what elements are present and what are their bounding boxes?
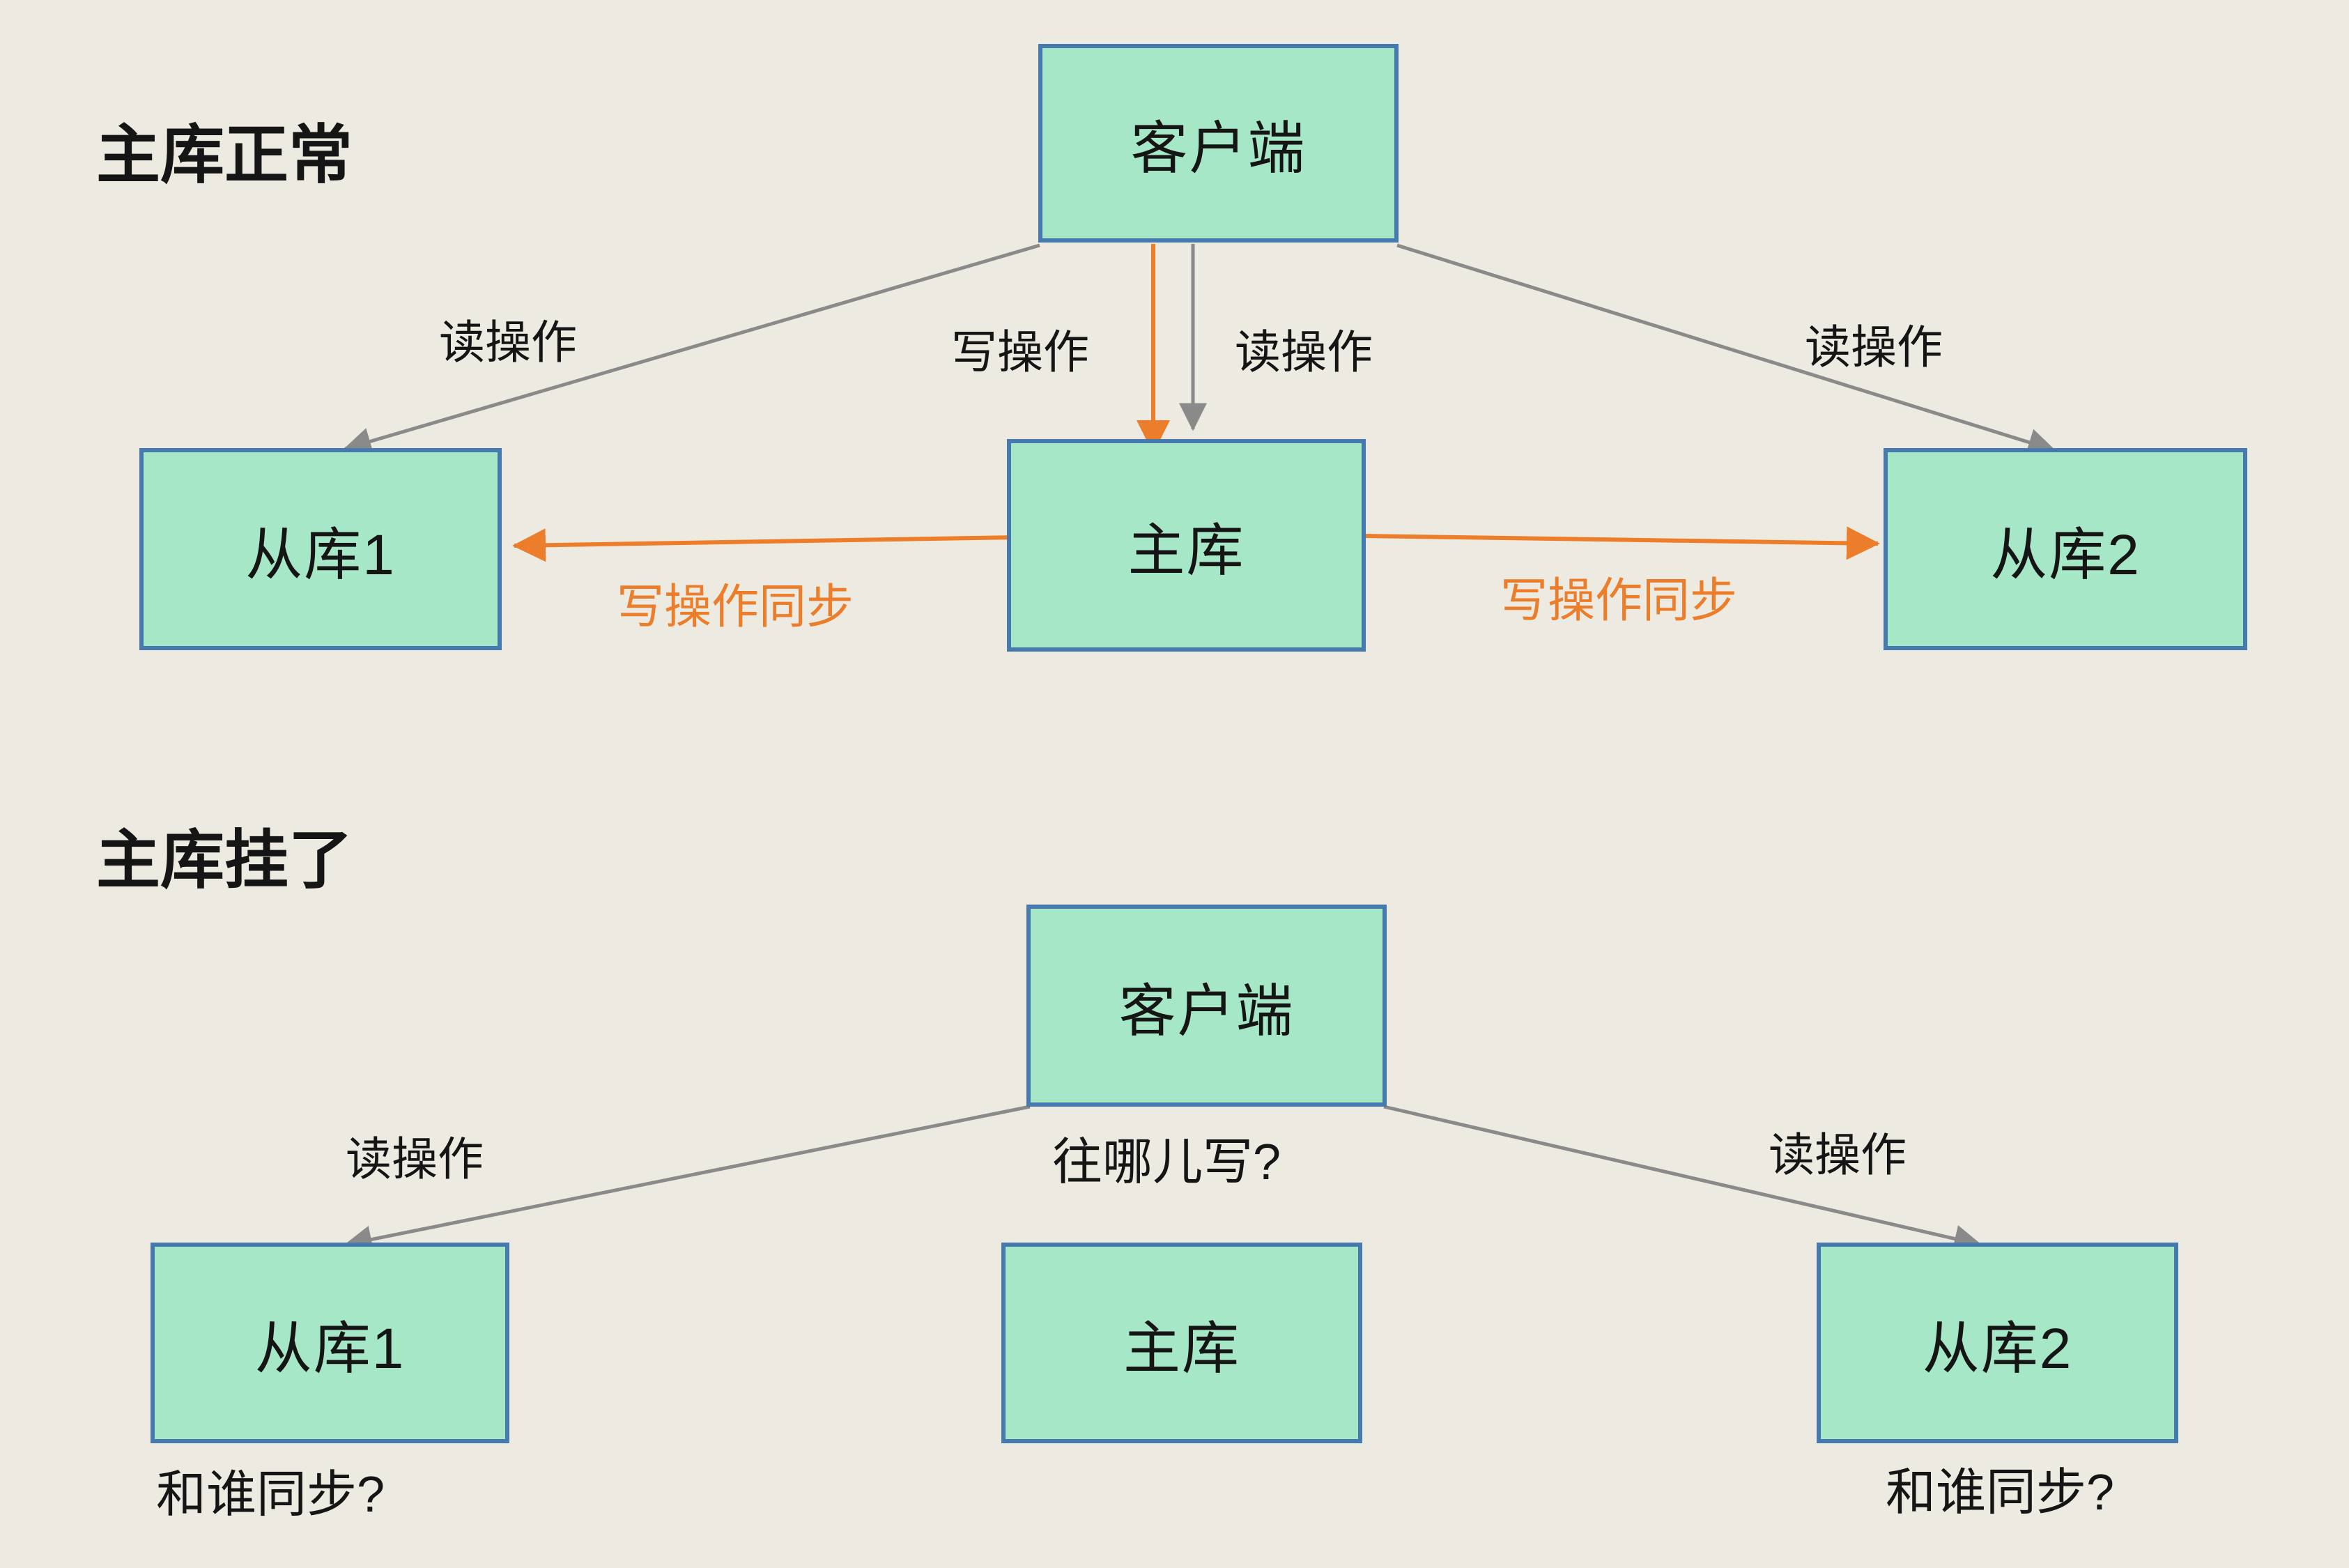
edge-label-read-mid: 读操作: [1235, 326, 1373, 378]
edge-label-read-left: 读操作: [439, 316, 577, 368]
label-sync-question-left: 和谁同步?: [156, 1467, 385, 1523]
label-write-question: 往哪儿写?: [1052, 1135, 1281, 1190]
section2-title: 主库挂了: [96, 825, 353, 896]
edge-bottom-client-to-slave2-read: [1383, 1105, 1982, 1253]
node-top-slave1: 从库1: [139, 448, 502, 650]
node-top-master: 主库: [1007, 439, 1366, 652]
edge-label-read-right: 读操作: [1805, 321, 1943, 373]
node-bottom-client: 客户端: [1026, 905, 1387, 1107]
edge-top-master-to-slave2-sync: [1362, 526, 1880, 560]
node-bottom-slave1: 从库1: [151, 1243, 509, 1443]
edge-label-write: 写操作: [951, 326, 1089, 378]
edge-top-client-to-slave2-read: [1396, 243, 2056, 456]
node-bottom-slave2: 从库2: [1817, 1243, 2178, 1443]
node-top-client: 客户端: [1038, 44, 1399, 243]
edge-label-bottom-read-right: 读操作: [1769, 1129, 1907, 1181]
edge-label-sync-right: 写操作同步: [1500, 574, 1738, 627]
edge-bottom-client-to-slave1-read: [344, 1105, 1031, 1254]
edge-top-master-to-slave1-sync: [512, 528, 1018, 562]
label-sync-question-right: 和谁同步?: [1886, 1465, 2115, 1521]
node-top-slave2: 从库2: [1884, 448, 2247, 650]
edge-label-sync-left: 写操作同步: [617, 581, 854, 633]
node-bottom-master: 主库: [1001, 1243, 1362, 1443]
section1-title: 主库正常: [96, 120, 353, 191]
edge-label-bottom-read-left: 读操作: [346, 1133, 484, 1185]
edge-top-client-to-slave1-read: [343, 243, 1040, 455]
